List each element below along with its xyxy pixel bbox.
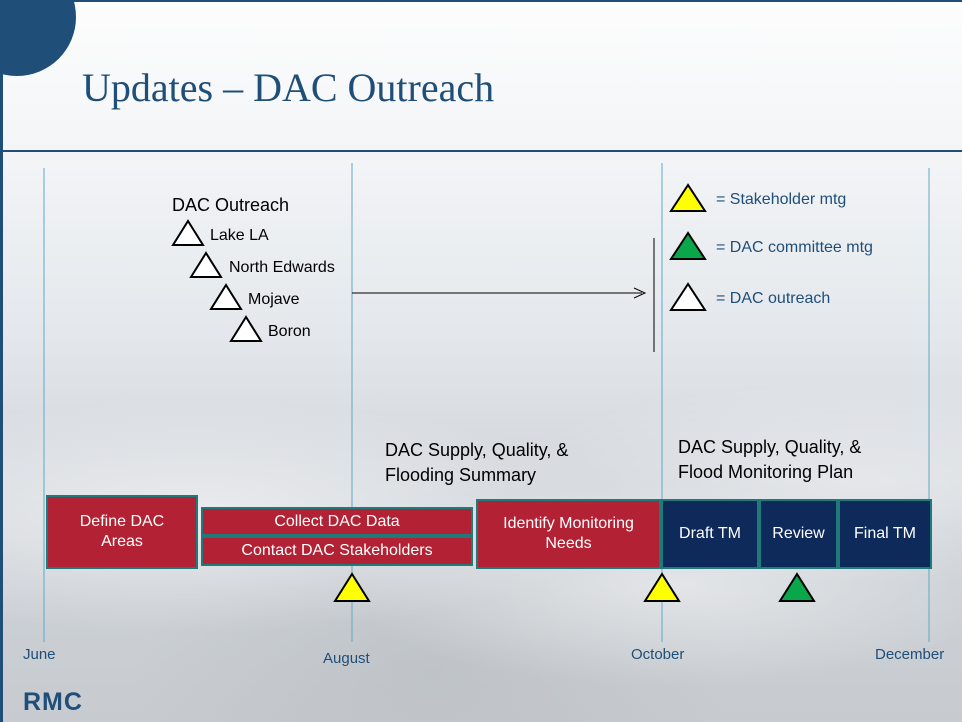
deliverable-plan-line2: Flood Monitoring Plan — [678, 462, 854, 482]
task-label: Final TM — [854, 525, 916, 542]
outreach-triangle-boron — [229, 315, 263, 342]
deliverable-summary-line2: Flooding Summary — [385, 465, 537, 485]
arrow-head — [633, 287, 647, 299]
task-final-tm: Final TM — [838, 499, 932, 569]
milestone-stakeholder-august — [333, 572, 371, 602]
deliverable-summary-line1: DAC Supply, Quality, & — [385, 440, 569, 460]
slide-title: Updates – DAC Outreach — [82, 65, 495, 110]
outreach-triangle-north-edwards — [189, 251, 223, 278]
month-label-december: December — [875, 646, 945, 663]
left-border — [0, 0, 3, 722]
legend-outreach-triangle — [669, 282, 707, 311]
location-label: Lake LA — [210, 227, 269, 244]
milestone-stakeholder-october — [643, 572, 681, 602]
rmc-logo: RMC — [23, 688, 83, 716]
outreach-triangle-mojave — [209, 283, 243, 310]
task-define-dac-areas: Define DAC Areas — [46, 495, 198, 569]
month-label-june: June — [23, 646, 56, 663]
task-label: Contact DAC Stakeholders — [241, 542, 433, 559]
location-label: Boron — [268, 323, 311, 340]
task-contact-dac-stakeholders: Contact DAC Stakeholders — [201, 536, 473, 566]
location-label: Mojave — [248, 291, 300, 308]
task-label: Review — [772, 525, 825, 542]
legend-label: = Stakeholder mtg — [716, 191, 847, 208]
top-border — [0, 0, 962, 2]
task-collect-dac-data: Collect DAC Data — [201, 507, 473, 536]
task-review: Review — [759, 499, 838, 569]
title-divider — [0, 150, 962, 152]
legend-label: = DAC outreach — [716, 290, 831, 307]
month-label-august: August — [323, 650, 370, 667]
legend-stakeholder-triangle — [669, 183, 707, 212]
task-label: Areas — [101, 533, 143, 550]
legend-label: = DAC committee mtg — [716, 239, 873, 256]
milestone-committee-review — [778, 572, 816, 602]
task-label: Collect DAC Data — [274, 512, 400, 530]
task-label: Identify Monitoring — [503, 515, 634, 532]
task-label: Define DAC — [79, 513, 165, 530]
task-label: Draft TM — [679, 525, 741, 542]
task-identify-monitoring-needs: Identify Monitoring Needs — [476, 499, 661, 569]
location-label: North Edwards — [229, 259, 335, 276]
task-label: Needs — [545, 535, 592, 552]
month-label-october: October — [631, 646, 685, 663]
deliverable-plan-line1: DAC Supply, Quality, & — [678, 437, 862, 457]
outreach-triangle-lake-la — [171, 219, 205, 246]
task-draft-tm: Draft TM — [661, 499, 759, 569]
outreach-heading: DAC Outreach — [172, 195, 290, 215]
legend-committee-triangle — [669, 231, 707, 260]
